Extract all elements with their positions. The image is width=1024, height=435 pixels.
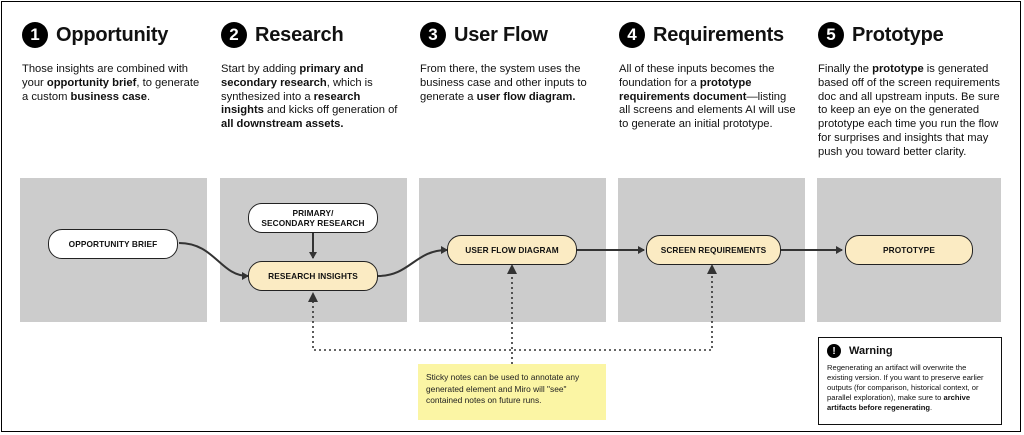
step-prototype: 5 Prototype Finally the prototype is gene… [818,20,1004,160]
step-description: From there, the system uses the business… [420,63,587,103]
warning-box: ! Warning Regenerating an artifact will o… [818,337,1002,425]
step-opportunity: 1 Opportunity Those insights are combined… [22,20,202,104]
warning-text: Regenerating an artifact will overwrite … [827,363,984,412]
arrow-insights-to-userflow [377,246,448,277]
step-description: Finally the prototype is generated based… [818,63,1001,158]
step-title: Requirements [653,23,784,46]
sticky-note[interactable]: Sticky notes can be used to annotate any… [418,364,606,420]
step-description: Start by adding primary and secondary re… [221,63,398,131]
exclamation-icon: ! [827,344,841,358]
step-number-badge: 1 [22,22,48,48]
step-number-badge: 3 [420,22,446,48]
step-number-badge: 4 [619,22,645,48]
step-research: 2 Research Start by adding primary and se… [221,20,401,132]
warning-title: Warning [849,345,893,357]
step-requirements: 4 Requirements All of these inputs become… [619,20,799,132]
step-title: Research [255,23,344,46]
node-prototype[interactable]: PROTOTYPE [845,235,973,265]
step-user-flow: 3 User Flow From there, the system uses t… [420,20,600,104]
node-opportunity-brief[interactable]: OPPORTUNITY BRIEF [48,229,178,259]
arrow-brief-to-insights [178,242,249,280]
step-title: Prototype [852,23,944,46]
node-user-flow-diagram[interactable]: USER FLOW DIAGRAM [447,235,577,265]
step-description: All of these inputs becomes the foundati… [619,63,796,131]
step-number-badge: 5 [818,22,844,48]
dotted-sticky-connector [312,268,713,351]
node-primary-secondary-research[interactable]: PRIMARY/SECONDARY RESEARCH [248,203,378,233]
step-description: Those insights are combined with your op… [22,63,200,103]
node-screen-requirements[interactable]: SCREEN REQUIREMENTS [646,235,781,265]
step-title: Opportunity [56,23,169,46]
step-title: User Flow [454,23,548,46]
node-research-insights[interactable]: RESEARCH INSIGHTS [248,261,378,291]
step-number-badge: 2 [221,22,247,48]
